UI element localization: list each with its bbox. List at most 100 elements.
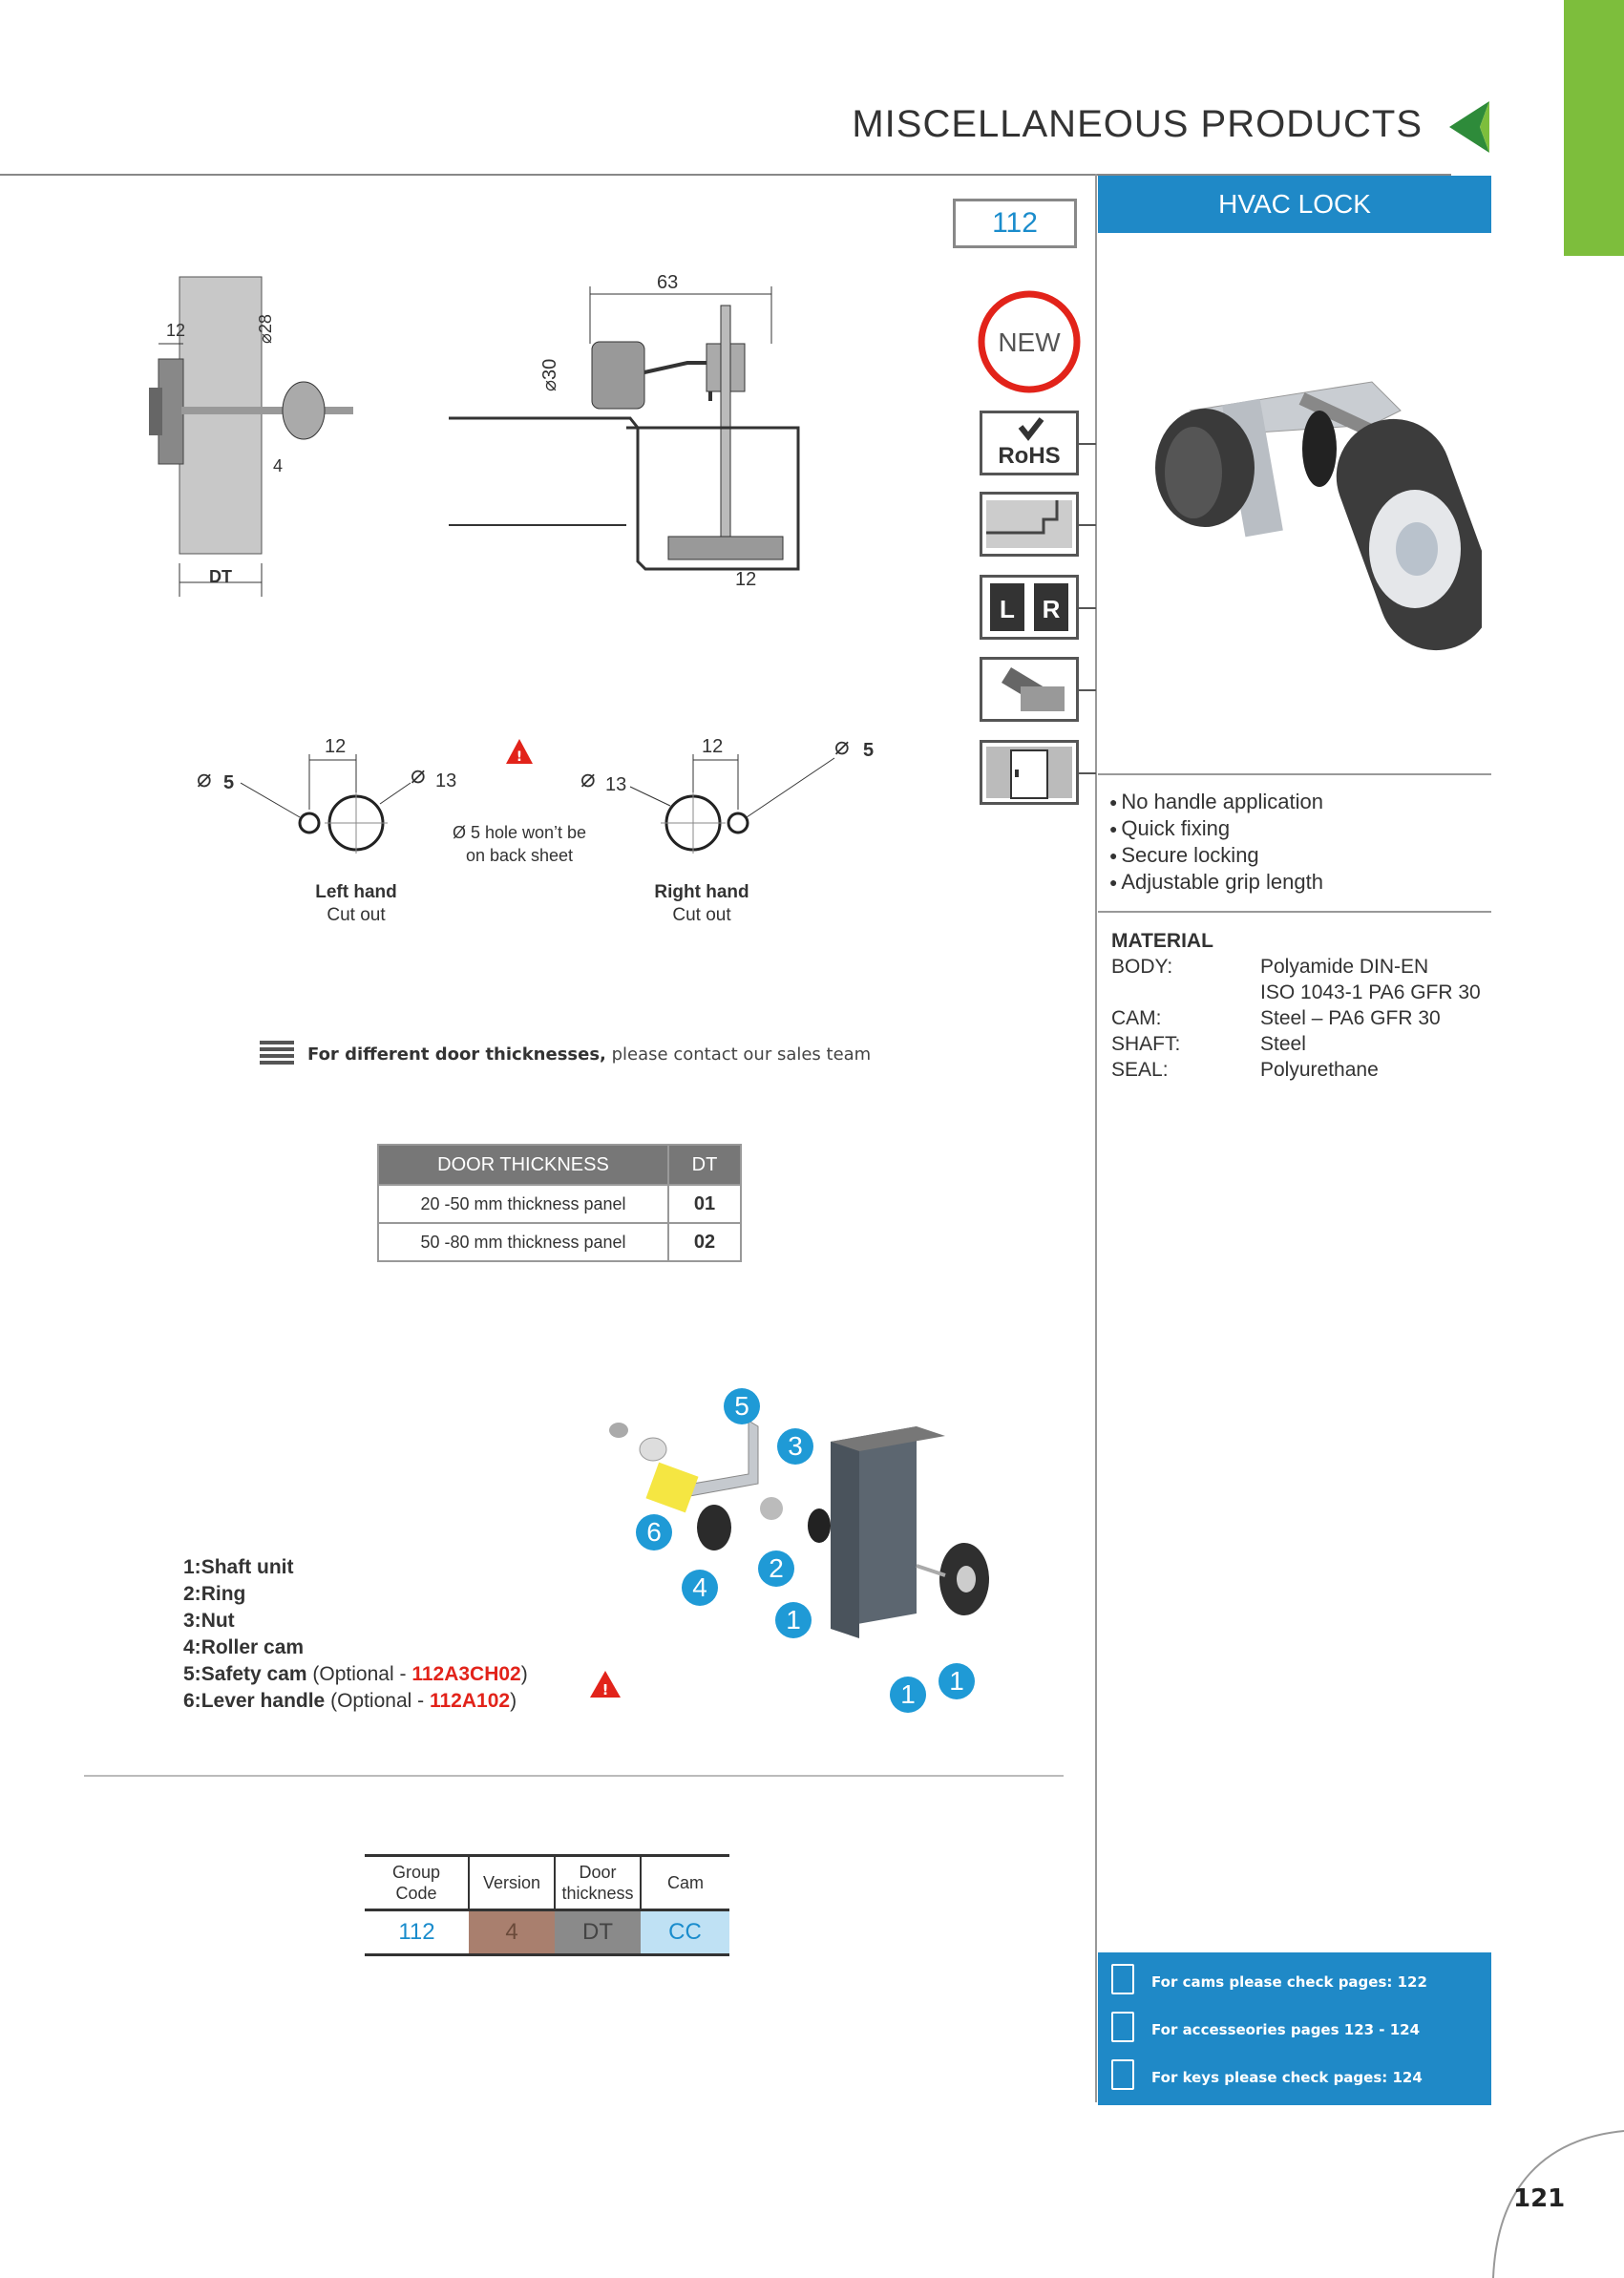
panel-profile-icon <box>980 492 1079 557</box>
table-cell: 20 -50 mm thickness panel <box>377 1184 669 1224</box>
cutout-drawings: 12 ⌀ 5 ⌀ 13 Left hand Cut out ! Ø 5 hole… <box>197 731 874 925</box>
rule <box>1098 911 1491 913</box>
material-title: MATERIAL <box>1111 930 1213 952</box>
left-letter: L <box>1000 595 1015 623</box>
header-rule <box>0 174 1451 176</box>
table-cell: 50 -80 mm thickness panel <box>377 1222 669 1262</box>
product-code: 112 <box>953 199 1077 248</box>
reference-link[interactable]: For accesseories pages 123 - 124 <box>1151 2021 1421 2038</box>
material-value: ISO 1043-1 PA6 GFR 30 <box>1260 981 1481 1003</box>
section-tab <box>1564 0 1624 256</box>
front-view-drawing: 63 ⌀30 12 <box>449 272 800 590</box>
material-value: Steel – PA6 GFR 30 <box>1260 1007 1441 1029</box>
diameter-icon: ⌀ <box>580 764 596 792</box>
feature-list: No handle application Quick fixing Secur… <box>1109 789 1323 896</box>
callout-1: 1 <box>939 1663 975 1699</box>
note-stripes-icon <box>260 1041 294 1065</box>
order-value: CC <box>641 1909 729 1956</box>
callout-5: 5 <box>724 1388 760 1424</box>
dim-dt: DT <box>209 567 232 586</box>
material-section: MATERIAL BODY:Polyamide DIN-EN ISO 1043-… <box>1111 928 1481 1083</box>
svg-text:!: ! <box>602 1681 609 1698</box>
dim-12b: 12 <box>735 569 756 590</box>
feature-item: Quick fixing <box>1109 815 1323 842</box>
list-item: 3:Nut <box>183 1610 235 1632</box>
product-name: HVAC LOCK <box>1098 176 1491 233</box>
left-dim-12: 12 <box>325 736 346 757</box>
material-value: Steel <box>1260 1033 1306 1055</box>
page-number: 121 <box>1513 2184 1566 2213</box>
table-cell: 01 <box>667 1184 742 1224</box>
material-key: SHAFT: <box>1111 1033 1181 1055</box>
warning-line1: Ø 5 hole won’t be <box>453 823 586 842</box>
order-header: Cam <box>640 1854 729 1911</box>
warning-mark: ! <box>517 749 522 765</box>
tick <box>1079 772 1096 774</box>
right-d13: 13 <box>605 774 626 795</box>
list-item: 2:Ring <box>183 1583 246 1605</box>
list-item: 6:Lever handle (Optional - 112A102) <box>183 1690 517 1712</box>
list-item: 5:Safety cam (Optional - 112A3CH02) <box>183 1663 528 1685</box>
order-header: Version <box>468 1854 556 1911</box>
door-thickness-table: DOOR THICKNESS DT 20 -50 mm thickness pa… <box>377 1144 742 1262</box>
left-right-icon: L R <box>980 575 1079 640</box>
order-value: 112 <box>365 1909 469 1956</box>
material-key: SEAL: <box>1111 1059 1169 1081</box>
rule <box>1098 773 1491 775</box>
left-title: Left hand <box>315 882 397 902</box>
parts-list: 1:Shaft unit 2:Ring 3:Nut 4:Roller cam 5… <box>183 1554 528 1715</box>
dim-d28: ⌀28 <box>256 314 275 344</box>
table-header: DOOR THICKNESS <box>377 1144 669 1186</box>
product-image <box>1155 381 1482 651</box>
left-d13: 13 <box>435 770 456 791</box>
callout-3: 3 <box>777 1428 813 1465</box>
warning-line2: on back sheet <box>466 846 573 865</box>
dim-63: 63 <box>657 272 678 293</box>
feature-item: Secure locking <box>1109 842 1323 869</box>
right-title: Right hand <box>654 882 749 902</box>
reference-link[interactable]: For keys please check pages: 124 <box>1151 2069 1423 2086</box>
page-corner-curve <box>1492 2130 1624 2278</box>
table-row: 50 -80 mm thickness panel 02 <box>377 1222 742 1262</box>
table-cell: 02 <box>667 1222 742 1262</box>
callout-1: 1 <box>890 1677 926 1713</box>
triangle-arrow-icon <box>1449 101 1489 153</box>
right-sub: Cut out <box>672 905 731 925</box>
dim-12: 12 <box>166 321 185 340</box>
diameter-icon: ⌀ <box>197 764 212 792</box>
diameter-icon: ⌀ <box>411 760 426 789</box>
table-header: DT <box>667 1144 742 1186</box>
right-d5: 5 <box>863 740 874 761</box>
column-divider <box>1095 174 1097 2102</box>
left-sub: Cut out <box>327 905 386 925</box>
callout-6: 6 <box>636 1514 672 1550</box>
note-bold: For different door thicknesses, <box>307 1044 606 1065</box>
warning-icon <box>506 739 533 764</box>
warning-icon: ! <box>590 1671 621 1698</box>
list-item: 1:Shaft unit <box>183 1556 294 1578</box>
section-divider <box>84 1775 1064 1777</box>
door-icon <box>980 740 1079 805</box>
reference-link[interactable]: For cams please check pages: 122 <box>1151 1973 1427 1991</box>
table-row: 20 -50 mm thickness panel 01 <box>377 1184 742 1224</box>
tick <box>1079 443 1096 445</box>
document-icon <box>1111 2012 1134 2042</box>
tick <box>1079 689 1096 691</box>
list-item: 4:Roller cam <box>183 1636 305 1658</box>
callout-2: 2 <box>758 1550 794 1587</box>
document-icon <box>1111 2059 1134 2090</box>
page-title: MISCELLANEOUS PRODUCTS <box>852 103 1423 145</box>
note-rest: please contact our sales team <box>605 1044 872 1065</box>
rohs-text: RoHS <box>998 443 1060 469</box>
reference-links: For cams please check pages: 122 For acc… <box>1098 1952 1491 2105</box>
material-key: BODY: <box>1111 956 1173 978</box>
material-key: CAM: <box>1111 1007 1162 1029</box>
new-badge-text: NEW <box>998 327 1061 357</box>
order-value: DT <box>555 1909 641 1956</box>
order-value: 4 <box>469 1909 555 1956</box>
material-value: Polyurethane <box>1260 1059 1379 1081</box>
right-dim-12: 12 <box>702 736 723 757</box>
